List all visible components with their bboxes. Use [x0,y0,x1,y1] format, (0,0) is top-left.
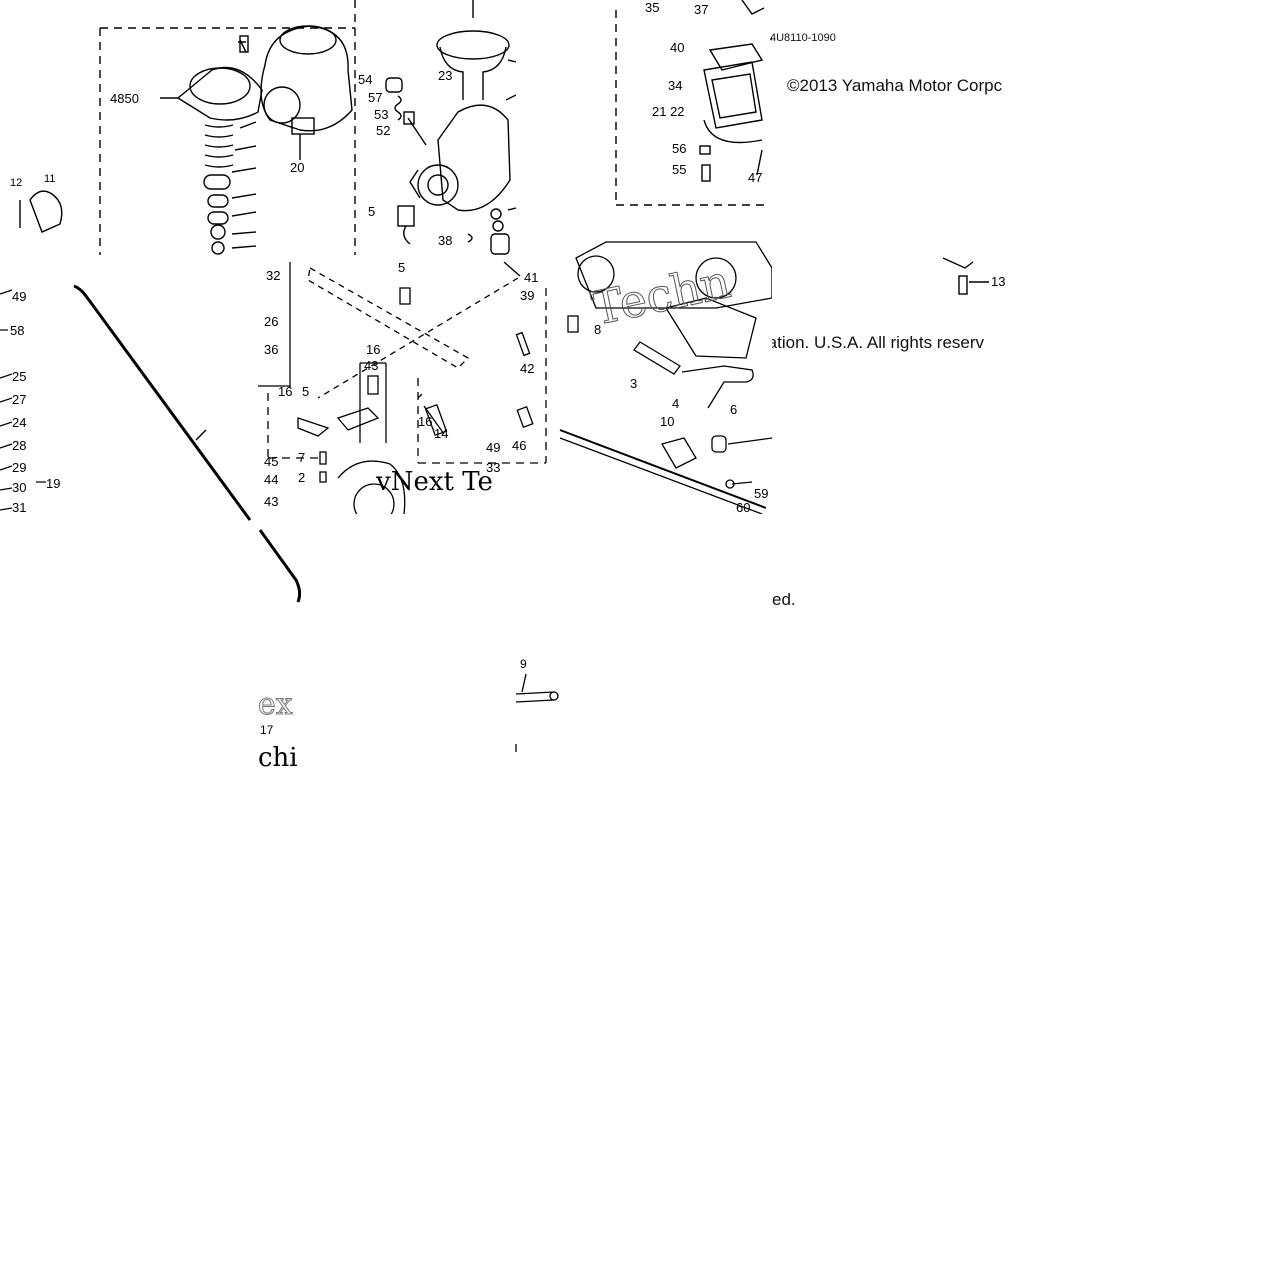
callout-6: 6 [730,402,737,417]
callout-49-mid: 49 [486,440,500,455]
callout-34: 34 [668,78,682,93]
diagram-tile-top-right: 35 37 40 34 21 22 56 55 47 4U8110-1090 [612,0,772,210]
callout-43-top: 43 [364,358,378,373]
callout-3: 3 [630,376,637,391]
watermark-fragment-a: vNext Te [375,467,493,497]
callout-9: 9 [520,657,527,671]
callout-44: 44 [264,472,278,487]
callout-33: 33 [486,460,500,475]
callout-54: 54 [358,72,372,87]
callout-13: 13 [991,274,1005,289]
carburetor-drawing-middle: 54 57 53 52 23 5 38 [358,0,516,255]
callout-5-left: 5 [302,384,309,399]
callout-35: 35 [645,0,659,15]
callout-32: 32 [266,268,280,283]
copyright-line-1: ©2013 Yamaha Motor Corpc [787,76,1003,95]
fragment-bottom-middle: 9 [515,657,559,752]
callout-30: 30 [12,480,26,495]
callout-12: 12 [10,177,22,189]
callout-5-mid: 5 [398,260,405,275]
linkage-drawing: 32 26 36 5 16 43 5 16 16 14 7 2 45 44 43… [258,260,547,514]
callout-39: 39 [520,288,534,303]
callout-23: 23 [438,68,452,83]
callout-47: 47 [748,170,762,185]
part-code-label: 4U8110-1090 [770,32,836,44]
fuel-hose-drawing [73,284,302,603]
callout-41: 41 [524,270,538,285]
lever-drawing: 8 3 4 6 10 59 60 Techn [559,241,772,514]
callout-31: 31 [12,500,26,514]
diagram-tile-bottom-middle: 9 [512,652,562,756]
callout-36: 36 [264,342,278,357]
copyright-line-3: ed. [772,590,796,609]
copyright-line-2: ration. U.S.A. All rights reserv [762,333,985,352]
callout-57: 57 [368,90,382,105]
callout-38: 38 [438,233,452,248]
callout-16-top: 16 [366,342,380,357]
diagram-tile-top-left: 4850 20 12 11 [0,0,358,258]
callout-27: 27 [12,392,26,407]
callout-19: 19 [46,476,60,491]
callout-46: 46 [512,438,526,453]
diaphragm-cover-drawing: 35 37 40 34 21 22 56 55 47 4U8110-1090 [615,0,772,206]
diagram-tile-right: 8 3 4 6 10 59 60 Techn [556,238,772,514]
callout-42: 42 [520,361,534,376]
callout-28: 28 [12,438,26,453]
callout-45: 45 [264,454,278,469]
callout-21-22: 21 22 [652,104,685,119]
callout-16-right: 16 [418,414,432,429]
diagram-tile-top-middle: 54 57 53 52 23 5 38 [358,0,516,258]
watermark-fragment-d: Techn [587,254,735,336]
diagram-tile-bottom-left: ex 17 chi [258,680,304,772]
callout-55: 55 [672,162,686,177]
diagram-tile-center: 32 26 36 5 16 43 5 16 16 14 7 2 45 44 43… [258,258,550,514]
callout-43-left: 43 [264,494,278,509]
callout-7: 7 [298,450,305,465]
callout-29: 29 [12,460,26,475]
callout-24: 24 [12,415,26,430]
callout-10: 10 [660,414,674,429]
callout-25: 25 [12,369,26,384]
bolt-13-drawing: 13 [942,257,1005,295]
callout-11: 11 [44,173,55,185]
callout-52: 52 [376,123,390,138]
callout-60: 60 [736,500,750,514]
watermark-fragment-b: ex [258,687,293,722]
watermark-fragment-c: chi [258,743,298,772]
callout-49-left: 49 [12,289,26,304]
left-parts-list-drawing: 49 58 25 27 24 28 29 30 19 31 [0,289,60,514]
callout-14: 14 [434,426,448,441]
callout-2: 2 [298,470,305,485]
callout-20: 20 [290,160,304,175]
callout-26: 26 [264,314,278,329]
callout-56: 56 [672,141,686,156]
callout-58: 58 [10,323,24,338]
callout-37: 37 [694,2,708,17]
callout-59: 59 [754,486,768,501]
fragment-bottom-left: ex 17 chi [258,687,298,773]
callout-4: 4 [672,396,679,411]
callout-41-drawing: 41 [503,261,538,285]
callout-5-top: 5 [368,204,375,219]
callout-40: 40 [670,40,684,55]
callout-16-left: 16 [278,384,292,399]
callout-53: 53 [374,107,388,122]
callout-17: 17 [260,723,274,737]
diagram-tile-left-strip: 49 58 25 27 24 28 29 30 19 31 [0,278,70,514]
callout-8: 8 [594,322,601,337]
part-code: 4U8110-1090 [770,33,772,45]
carburetor-drawing-left: 4850 20 12 11 [10,0,356,255]
callout-4850: 4850 [110,91,139,106]
